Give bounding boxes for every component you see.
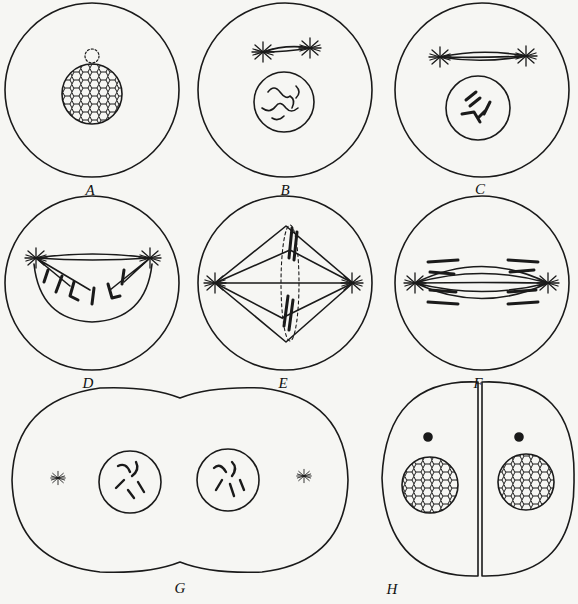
stage-letter: G bbox=[175, 581, 186, 596]
stage-letter: H bbox=[387, 582, 398, 597]
stage-letter: F bbox=[473, 376, 482, 391]
stage-letter: A bbox=[85, 183, 94, 198]
stage-letter: C bbox=[475, 182, 485, 197]
stage-letter: E bbox=[278, 376, 287, 391]
stage-letter: D bbox=[83, 376, 94, 391]
stage-letter: B bbox=[280, 183, 289, 198]
